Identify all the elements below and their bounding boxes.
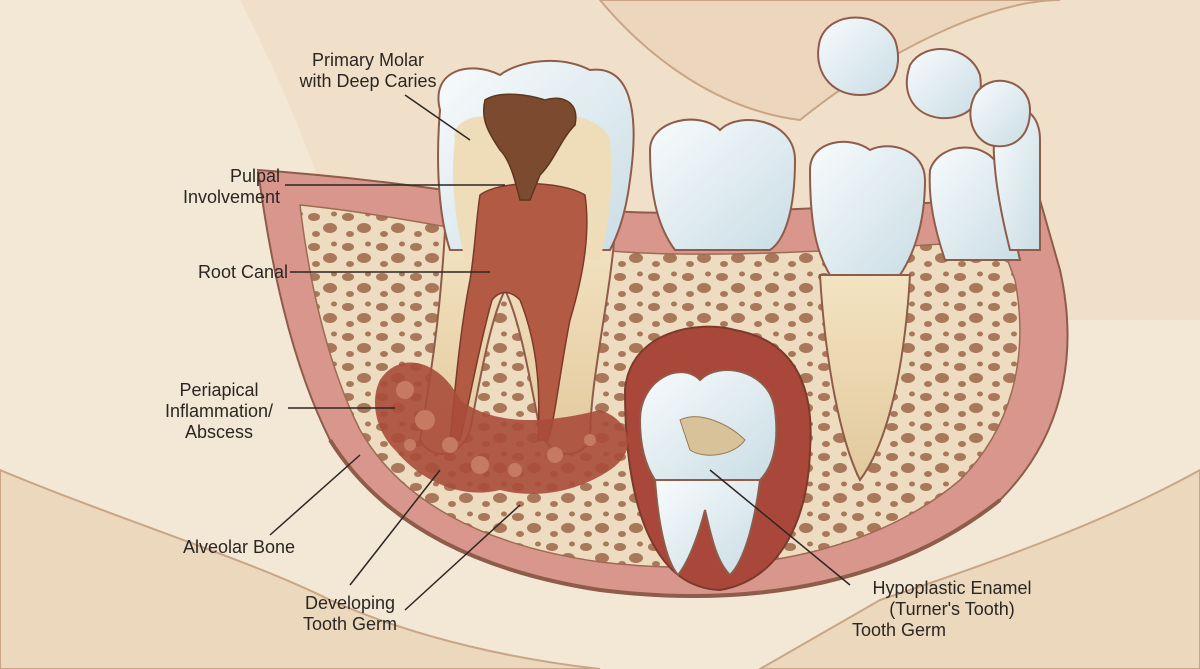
label-alveolar-bone: Alveolar Bone [183,537,323,558]
label-developing-tooth-germ: Developing Tooth Germ [285,593,415,635]
label-primary-molar-line2: with Deep Caries [299,71,437,91]
label-pulpal-involvement: Pulpal Involvement [160,166,280,208]
label-hypoplastic-line3: Tooth Germ [852,620,947,640]
label-root-canal: Root Canal [150,262,288,283]
leader-alveolar [269,454,361,536]
label-hypoplastic-line2: (Turner's Tooth) [889,599,1015,619]
adjacent-teeth [648,16,1041,482]
label-hypoplastic-line1: Hypoplastic Enamel [872,578,1032,598]
leader-developing-2 [404,504,521,611]
label-pulpal-line1: Pulpal [229,166,280,186]
label-developing-line1: Developing [304,593,396,613]
label-periapical-line3: Abscess [184,422,254,442]
label-periapical-line1: Periapical [179,380,259,400]
periapical-abscess [375,362,629,494]
label-pulpal-line2: Involvement [182,187,280,207]
leader-hypoplastic [709,469,851,586]
leader-developing-1 [349,469,441,586]
label-developing-line2: Tooth Germ [302,614,398,634]
label-primary-molar-line1: Primary Molar [311,50,424,70]
label-primary-molar: Primary Molar with Deep Caries [288,50,448,92]
primary-molar [418,59,635,455]
label-periapical-line2: Inflammation/ [164,401,274,421]
tooth-germ [623,325,812,592]
label-periapical: Periapical Inflammation/ Abscess [150,380,288,443]
leader-lines [269,94,851,611]
label-alveolar-line1: Alveolar Bone [183,537,296,557]
label-hypoplastic-enamel: Hypoplastic Enamel (Turner's Tooth) Toot… [852,578,1052,641]
label-root-canal-line1: Root Canal [197,262,288,282]
leader-primary-molar [404,94,471,141]
